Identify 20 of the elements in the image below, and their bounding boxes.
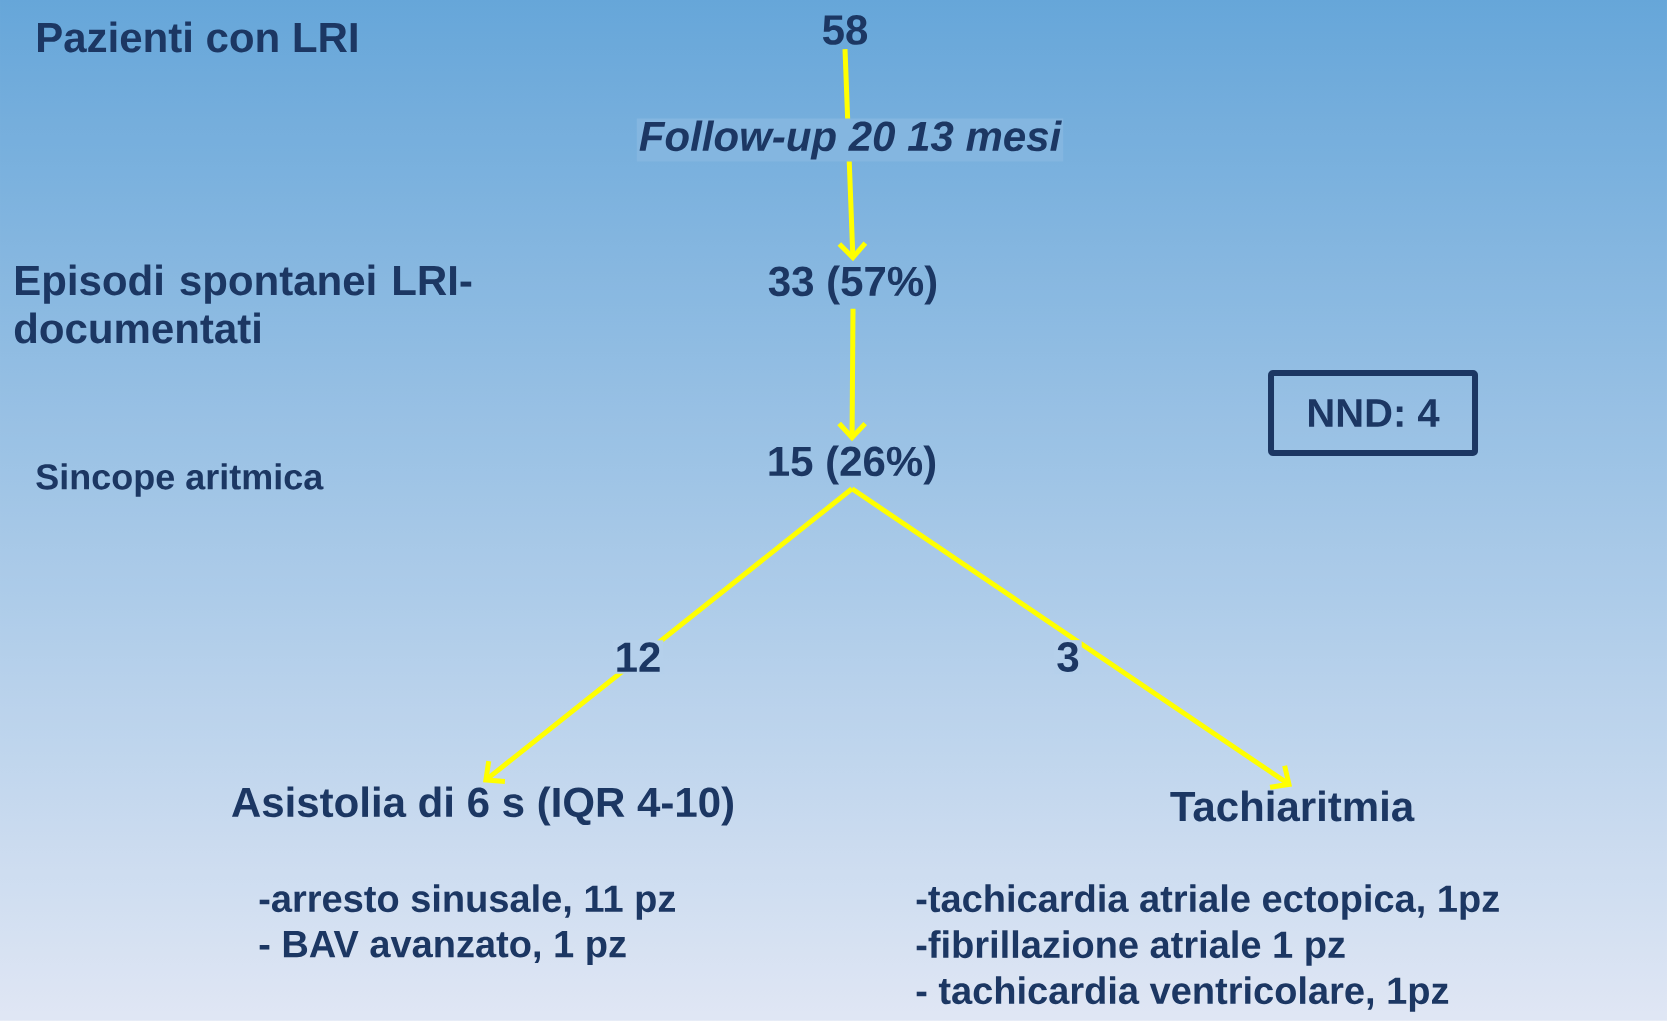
count-text: Tachiaritmia [1170, 790, 1415, 822]
arrow [850, 486, 1292, 790]
row-label: Pazienti con LRI [38, 21, 357, 53]
count-text: 15 (26%) [769, 445, 936, 485]
arrow [837, 308, 867, 442]
list-item: -arresto sinusale, 11 pz [259, 884, 675, 920]
list-item: -fibrillazione atriale 1 pz [916, 930, 1345, 966]
list-item: -tachicardia atriale ectopica, 1pz [916, 884, 1499, 920]
arrow [483, 486, 854, 784]
list-item: - tachicardia ventricolare, 1pz [916, 976, 1449, 1012]
edge-label: Follow-up 20 13 mesi [636, 118, 1064, 162]
row-label: Sincope aritmica [36, 463, 324, 497]
count-text: 58 [822, 15, 868, 45]
edge-label: 3 [1054, 640, 1082, 674]
count-text: 33 (57%) [768, 265, 937, 305]
count-text: Asistolia di 6 s (IQR 4-10) [232, 786, 733, 826]
list-item: - BAV avanzato, 1 pz [259, 931, 626, 965]
row-label: Episodi spontanei LRI-documentati [14, 264, 472, 344]
edge-label: 12 [612, 640, 664, 674]
result-box: NND: 4 [1268, 370, 1478, 456]
